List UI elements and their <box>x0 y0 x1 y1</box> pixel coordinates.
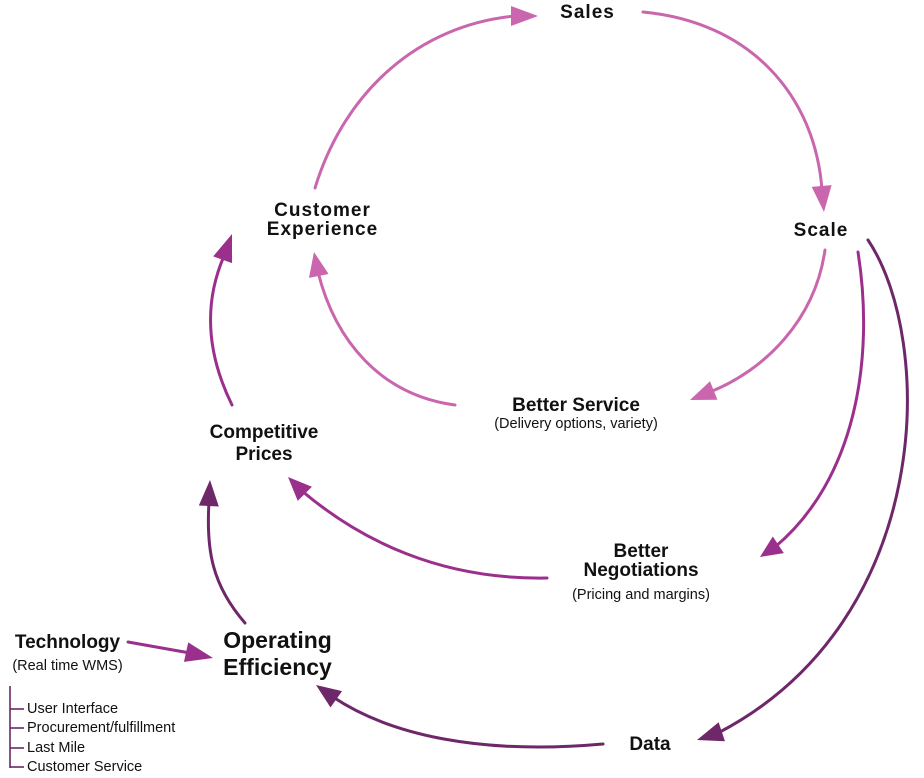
node-sales-label: Sales <box>560 2 615 23</box>
node-competitive-prices: Competitive Prices <box>190 423 338 464</box>
node-competitive-prices-line1: Competitive <box>209 422 319 443</box>
node-operating-efficiency-line1: Operating <box>223 627 332 653</box>
technology-item: User Interface <box>27 701 119 717</box>
technology-item: Procurement/fulfillment <box>27 720 176 736</box>
node-scale: Scale <box>780 221 862 240</box>
arrow-layer <box>126 6 909 749</box>
arrow-line <box>641 10 824 192</box>
node-better-service: Better Service (Delivery options, variet… <box>460 396 692 433</box>
node-better-service-label: Better Service <box>512 395 640 416</box>
arrow-scale-to-better-negotiations <box>760 250 866 557</box>
arrow-scale-to-better-service <box>690 248 827 400</box>
node-better-negotiations-line2: Negotiations <box>583 560 699 581</box>
node-technology-subtitle: (Real time WMS) <box>12 658 123 674</box>
arrow-competitive-prices-to-customer-experience <box>209 234 234 407</box>
node-data-label: Data <box>629 734 671 755</box>
arrow-operating-efficiency-to-competitive-prices <box>198 480 247 625</box>
node-technology-label: Technology <box>14 632 121 653</box>
arrow-line <box>316 270 457 407</box>
arrow-better-negotiations-to-competitive-prices <box>288 477 549 580</box>
arrow-technology-to-operating-efficiency <box>126 640 213 662</box>
node-customer-experience-line1: Customer <box>274 200 371 221</box>
arrowhead <box>511 6 538 26</box>
node-better-negotiations-line1: Better <box>613 541 669 562</box>
node-operating-efficiency-line2: Efficiency <box>223 654 332 680</box>
arrow-line <box>331 695 605 749</box>
arrow-line <box>126 640 192 655</box>
technology-bracket <box>9 686 24 768</box>
arrow-line <box>209 254 234 407</box>
arrowhead <box>690 381 718 400</box>
arrowhead <box>198 480 219 507</box>
arrow-line <box>716 238 909 735</box>
arrow-data-to-operating-efficiency <box>316 685 605 749</box>
arrowhead <box>308 252 329 278</box>
arrowhead <box>811 185 832 212</box>
arrow-sales-to-scale <box>641 10 832 212</box>
arrow-line <box>708 248 827 394</box>
arrowhead <box>760 536 784 557</box>
node-better-negotiations-subtitle: (Pricing and margins) <box>572 587 710 603</box>
arrowhead <box>183 642 213 662</box>
arrow-scale-to-data <box>697 238 909 742</box>
technology-item: Last Mile <box>27 740 86 756</box>
node-sales: Sales <box>540 3 635 22</box>
node-scale-label: Scale <box>793 220 849 241</box>
node-operating-efficiency: Operating Efficiency <box>205 627 350 681</box>
arrow-customer-experience-to-sales <box>313 6 538 190</box>
arrowhead <box>697 722 725 742</box>
technology-item: Customer Service <box>27 759 143 775</box>
arrow-better-service-to-customer-experience <box>308 252 457 407</box>
arrowhead <box>213 234 233 264</box>
node-technology: Technology (Real time WMS) <box>0 632 135 675</box>
arrow-line <box>300 489 549 580</box>
node-better-service-subtitle: (Delivery options, variety) <box>494 416 658 432</box>
arrow-line <box>206 500 247 625</box>
arrow-line <box>773 250 866 549</box>
node-customer-experience-line2: Experience <box>266 219 379 240</box>
arrowhead <box>288 477 312 501</box>
node-competitive-prices-line2: Prices <box>235 444 293 465</box>
node-customer-experience: Customer Experience <box>245 201 400 239</box>
node-better-negotiations: Better Negotiations (Pricing and margins… <box>548 542 734 604</box>
arrow-line <box>313 14 517 190</box>
node-data: Data <box>615 735 685 754</box>
arrowhead <box>316 685 343 708</box>
